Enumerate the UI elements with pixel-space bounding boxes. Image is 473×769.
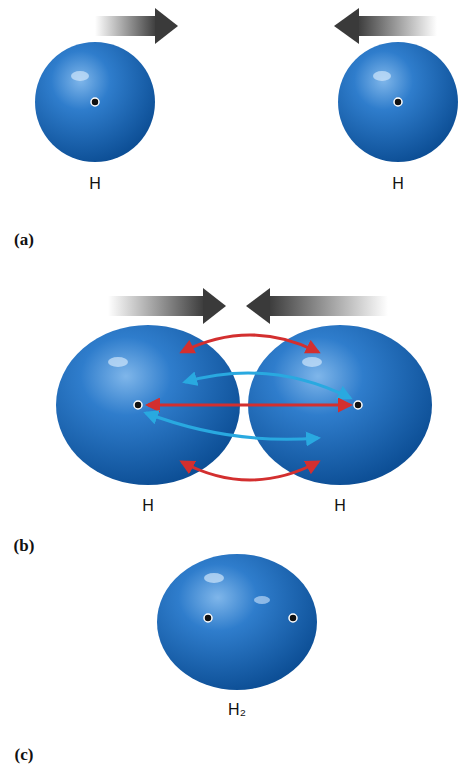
atom-label: H	[142, 497, 154, 515]
attraction-arrow	[185, 373, 350, 398]
molecule-label: H₂	[228, 701, 246, 719]
approach-arrow	[246, 288, 388, 324]
hydrogen-atom	[338, 42, 458, 162]
hydrogen-molecule	[157, 554, 317, 690]
approach-arrow	[95, 8, 178, 44]
part-label: (c)	[15, 746, 34, 765]
part-label: (a)	[14, 231, 34, 250]
repulsion-arrow	[148, 404, 350, 407]
atom-label: H	[89, 175, 101, 193]
repulsion-arrow	[182, 462, 318, 480]
atom-label: H	[334, 497, 346, 515]
nucleus	[134, 401, 142, 409]
part-label: (b)	[14, 537, 35, 556]
attraction-arrow	[146, 413, 318, 439]
approach-arrow	[334, 8, 437, 44]
repulsion-arrow	[182, 335, 318, 352]
hydrogen-atom	[35, 42, 155, 162]
nucleus	[354, 401, 362, 409]
approach-arrow	[108, 288, 226, 324]
atom-label: H	[392, 175, 404, 193]
